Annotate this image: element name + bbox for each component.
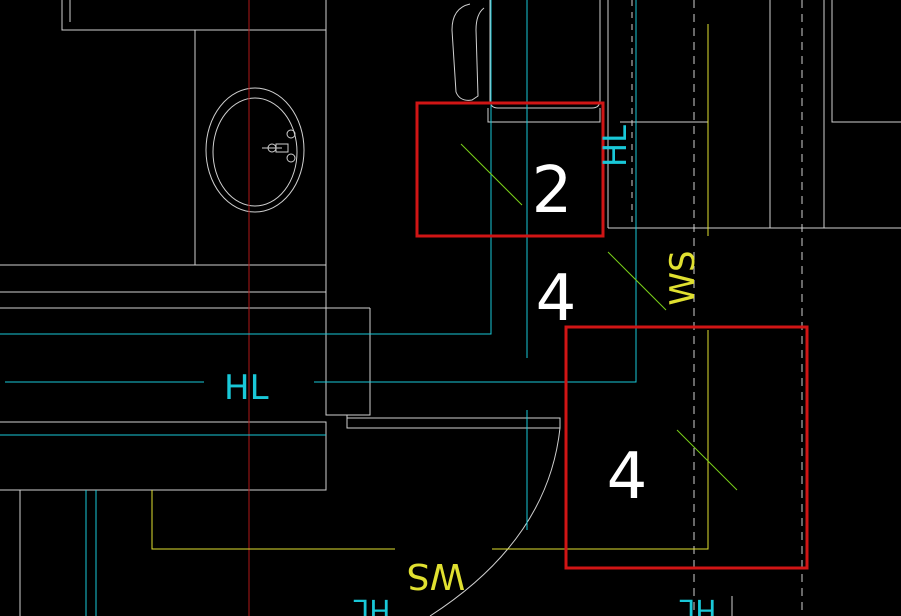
washbasin-icon	[205, 87, 305, 213]
washbasin-outer	[205, 87, 305, 213]
wall-step	[325, 265, 371, 416]
hl-pipe-layer	[0, 0, 637, 616]
door-swing-arc	[429, 427, 561, 616]
leader-middle	[607, 251, 667, 311]
washbasin-faucet	[275, 143, 289, 153]
chair-armrest	[451, 3, 485, 101]
wall-door-frame	[346, 415, 561, 429]
marker-box-lower[interactable]	[564, 325, 809, 570]
washbasin-handle-top	[286, 129, 296, 139]
leader-layer	[460, 143, 738, 491]
leader-marker-lower	[676, 429, 738, 491]
ws-pipe-layer	[151, 24, 709, 550]
marker-layer	[415, 101, 809, 570]
label-hl-bottom-left: HL	[353, 593, 390, 616]
marker-box-upper[interactable]	[415, 101, 605, 238]
label-ws-vertical: WS	[663, 250, 703, 305]
chair-back	[487, 108, 601, 123]
tag-number-upper: 2	[532, 154, 573, 228]
hl-pipe-upper	[0, 0, 492, 335]
hl-pipe-horizontal-right	[314, 0, 637, 383]
label-hl-vertical: HL	[596, 125, 634, 167]
wall-top-left	[61, 0, 327, 31]
washbasin-handle-bottom	[286, 153, 296, 163]
leader-marker-upper	[460, 143, 523, 206]
label-ws-horizontal: WS	[407, 555, 465, 596]
ws-pipe-horizontal-left	[151, 490, 395, 550]
tag-number-lower: 4	[607, 440, 648, 514]
label-hl-bottom-right: HL	[679, 593, 716, 616]
washbasin-inner	[212, 97, 298, 207]
tag-number-middle: 4	[536, 262, 577, 336]
ws-pipe-horizontal-right	[492, 330, 709, 550]
label-hl-horizontal: HL	[224, 368, 269, 408]
chair-seat	[489, 0, 601, 109]
wall-right-box	[831, 0, 901, 123]
wall-lower-left	[0, 421, 327, 491]
